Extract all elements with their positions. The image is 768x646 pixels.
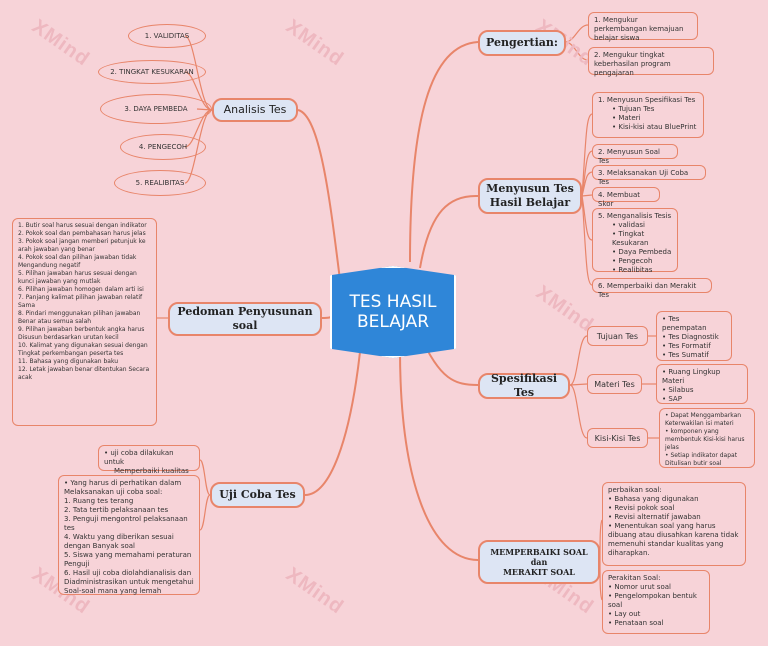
- list-item: 6. Pilihan jawaban homogen dalam arti is…: [18, 286, 144, 293]
- list-item: 5. Siswa yang memahami peraturan Penguji: [64, 551, 192, 568]
- spesifikasi-kisi[interactable]: Kisi-Kisi Tes: [587, 428, 648, 448]
- list-item: • Tes Formatif: [662, 342, 711, 350]
- list-item: 6. Hasil uji coba diolahdianalisis dan D…: [64, 569, 194, 595]
- list-item: • Dapat Menggambarkan Keterwakilan isi m…: [665, 412, 742, 427]
- kisi-list[interactable]: • Dapat Menggambarkan Keterwakilan isi m…: [659, 408, 755, 468]
- list-item: perbaikan soal:: [608, 486, 662, 494]
- list-item: • Tingkat Kesukaran: [612, 230, 649, 247]
- materi-list[interactable]: • Ruang Lingkup Materi • Silabus • SAP: [656, 364, 748, 404]
- list-item: • Revisi pokok soal: [608, 504, 675, 512]
- list-item: • Tes Diagnostik: [662, 333, 719, 341]
- list-item: 9. Pilihan jawaban berbentuk angka harus…: [18, 326, 145, 341]
- perakitan-soal[interactable]: Perakitan Soal: • Nomor urut soal • Peng…: [602, 570, 710, 634]
- ujicoba-list[interactable]: • Yang harus di perhatikan dalam Melaksa…: [58, 475, 200, 595]
- topic-menyusun[interactable]: Menyusun Tes Hasil Belajar: [478, 178, 582, 214]
- menyusun-step-5-label: 5. Menganalisis Tesis: [598, 212, 672, 220]
- analisis-item-3[interactable]: 3. DAYA PEMBEDA: [100, 94, 212, 124]
- menyusun-step-6[interactable]: 6. Memperbaiki dan Merakit Tes: [592, 278, 712, 299]
- pengertian-item-2[interactable]: 2. Mengukur tingkat keberhasilan program…: [588, 47, 714, 77]
- list-item: 10. Kalimat yang digunakan sesuai dengan…: [18, 342, 148, 357]
- list-item: • komponen yang membentuk Kisi-kisi haru…: [665, 428, 745, 451]
- list-item: • Setiap indikator dapat Ditulisan butir…: [665, 452, 738, 467]
- list-item: • Yang harus di perhatikan dalam Melaksa…: [64, 479, 182, 496]
- list-item: • Nomor urut soal: [608, 583, 671, 591]
- list-item: • Ruang Lingkup Materi: [662, 368, 721, 385]
- list-item: 8. Pindari menggunakan pilihan jawaban B…: [18, 310, 141, 325]
- spesifikasi-tujuan[interactable]: Tujuan Tes: [587, 326, 648, 346]
- ujicoba-desc[interactable]: • uji coba dilakukan untuk Memperbaiki k…: [98, 445, 200, 484]
- topic-uji-coba[interactable]: Uji Coba Tes: [210, 482, 305, 508]
- central-topic[interactable]: TES HASIL BELAJAR: [330, 266, 456, 358]
- list-item: 12. Letak jawaban benar ditentukan Secar…: [18, 366, 150, 381]
- menyusun-step-3[interactable]: 3. Melaksanakan Uji Coba Tes: [592, 165, 706, 186]
- topic-analisis[interactable]: Analisis Tes: [212, 98, 298, 122]
- list-item: • Tes penempatan: [662, 315, 707, 332]
- list-item: • Materi: [612, 114, 641, 122]
- list-item: 1. Butir soal harus sesuai dengan indika…: [18, 222, 147, 229]
- list-item: • Kisi-kisi atau BluePrint: [612, 123, 697, 131]
- list-item: 4. Waktu yang diberikan sesuai dengan Ba…: [64, 533, 174, 550]
- list-item: • Tes Sumatif: [662, 351, 709, 359]
- list-item: • Realibitas: [612, 266, 653, 274]
- menyusun-step-4[interactable]: 4. Membuat Skor: [592, 187, 660, 208]
- list-item: 3. Penguji mengontrol pelaksanaan tes: [64, 515, 188, 532]
- list-item: • Revisi alternatif jawaban: [608, 513, 701, 521]
- list-item: • SAP: [662, 395, 682, 403]
- tujuan-list[interactable]: • Tes penempatan • Tes Diagnostik • Tes …: [656, 311, 732, 361]
- list-item: • Pengelompokan bentuk soal: [608, 592, 697, 609]
- list-item: • Pengecoh: [612, 257, 653, 265]
- analisis-item-1[interactable]: 1. VALIDITAS: [128, 24, 206, 48]
- list-item: 1. Ruang tes terang: [64, 497, 134, 505]
- analisis-item-2[interactable]: 2. TINGKAT KESUKARAN: [98, 60, 206, 84]
- topic-spesifikasi[interactable]: Spesifikasi Tes: [478, 372, 570, 399]
- list-item: • uji coba dilakukan untuk: [104, 449, 174, 466]
- perbaikan-soal[interactable]: perbaikan soal: • Bahasa yang digunakan …: [602, 482, 746, 566]
- list-item: 3. Pokok soal jangan memberi petunjuk ke…: [18, 238, 146, 253]
- menyusun-step-1-label: 1. Menyusun Spesifikasi Tes: [598, 96, 696, 104]
- list-item: • Menentukan soal yang harus dibuang ata…: [608, 522, 739, 557]
- menyusun-step-5[interactable]: 5. Menganalisis Tesis • validasi • Tingk…: [592, 208, 678, 274]
- list-item: • Bahasa yang digunakan: [608, 495, 699, 503]
- list-item: • Lay out: [608, 610, 641, 618]
- list-item: • Daya Pembeda: [612, 248, 672, 256]
- list-item: Perakitan Soal:: [608, 574, 661, 582]
- list-item: • Tujuan Tes: [612, 105, 655, 113]
- list-item: • validasi: [612, 221, 646, 229]
- spesifikasi-materi[interactable]: Materi Tes: [587, 374, 642, 394]
- list-item: 2. Pokok soal dan pembahasan harus jelas: [18, 230, 146, 237]
- topic-memperbaiki[interactable]: MEMPERBAIKI SOAL dan MERAKIT SOAL: [478, 540, 600, 584]
- pengertian-item-1[interactable]: 1. Mengukur perkembangan kemajuan belaja…: [588, 12, 698, 42]
- list-item: • Silabus: [662, 386, 694, 394]
- menyusun-step-2[interactable]: 2. Menyusun Soal Tes: [592, 144, 678, 165]
- list-item: 11. Bahasa yang digunakan baku: [18, 358, 119, 365]
- list-item: 2. Tata tertib pelaksanaan tes: [64, 506, 169, 514]
- list-item: 4. Pokok soal dan pilihan jawaban tidak …: [18, 254, 137, 269]
- topic-pengertian[interactable]: Pengertian:: [478, 30, 566, 56]
- list-item: • Penataan soal: [608, 619, 664, 627]
- analisis-item-5[interactable]: 5. REALIBITAS: [114, 170, 206, 196]
- topic-pedoman[interactable]: Pedoman Penyusunan soal: [168, 302, 322, 336]
- menyusun-step-1[interactable]: 1. Menyusun Spesifikasi Tes • Tujuan Tes…: [592, 92, 704, 138]
- pedoman-list[interactable]: 1. Butir soal harus sesuai dengan indika…: [12, 218, 157, 426]
- list-item: 7. Panjang kalimat pilihan jawaban relat…: [18, 294, 143, 309]
- list-item: 5. Pilihan jawaban harus sesuai dengan k…: [18, 270, 137, 285]
- analisis-item-4[interactable]: 4. PENGECOH: [120, 134, 206, 160]
